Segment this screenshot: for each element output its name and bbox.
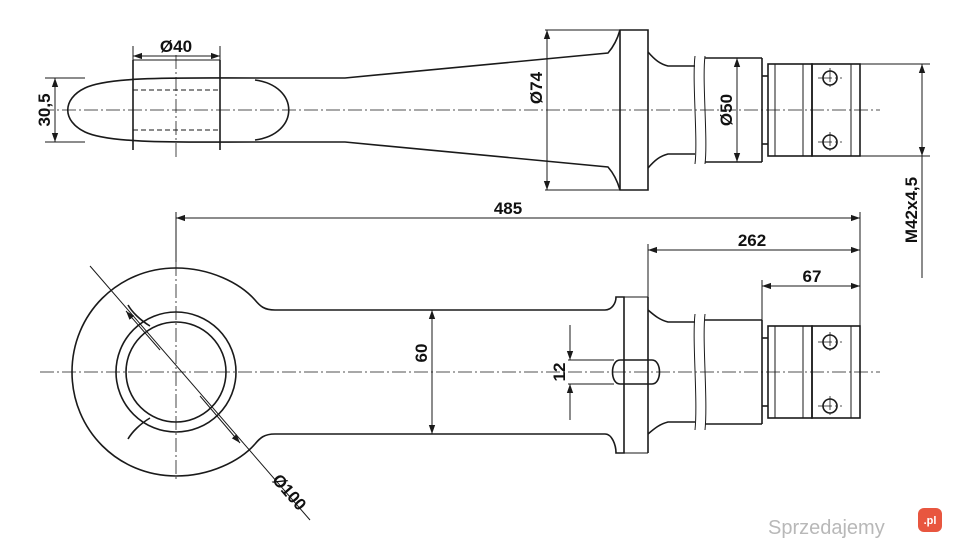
front-thread-end [811,325,861,419]
dim-thread-length: 67 [803,267,822,286]
dim-eye-outer-diameter: Ø100 [268,470,310,514]
front-eye-outer-ring [115,311,237,433]
top-thread-end [811,63,861,157]
top-break-right [703,55,707,165]
dim-thread: M42x4,5 [902,177,921,243]
dim-shaft-diameter: Ø50 [717,94,736,126]
dim-flange-diameter: Ø74 [527,71,546,104]
top-view [40,29,880,191]
front-break-right [703,313,707,431]
dim-total-length: 485 [494,199,522,218]
dim-arm-width: 60 [412,344,431,363]
top-dimensions: Ø40 30,5 Ø74 Ø50 M42x4,5 [35,29,930,278]
watermark-badge: .pl [924,515,937,527]
dim-shaft-length: 262 [738,231,766,250]
top-break-left [693,55,697,165]
dim-arm-height: 30,5 [35,93,54,126]
dim-eye-diameter: Ø40 [160,37,192,56]
watermark-site: Sprzedajemy [768,517,885,539]
front-arm-outline [71,267,625,477]
watermark: Sprzedajemy .pl [768,508,942,539]
watermark-badge-icon [918,508,942,532]
front-eye-bore [125,321,227,423]
top-slot-arc [254,79,290,141]
front-keyway-slot [611,359,661,385]
dim-keyway-width: 12 [550,363,569,382]
top-arm-outline [67,29,649,191]
front-break-left [693,313,697,431]
front-view [40,262,880,482]
